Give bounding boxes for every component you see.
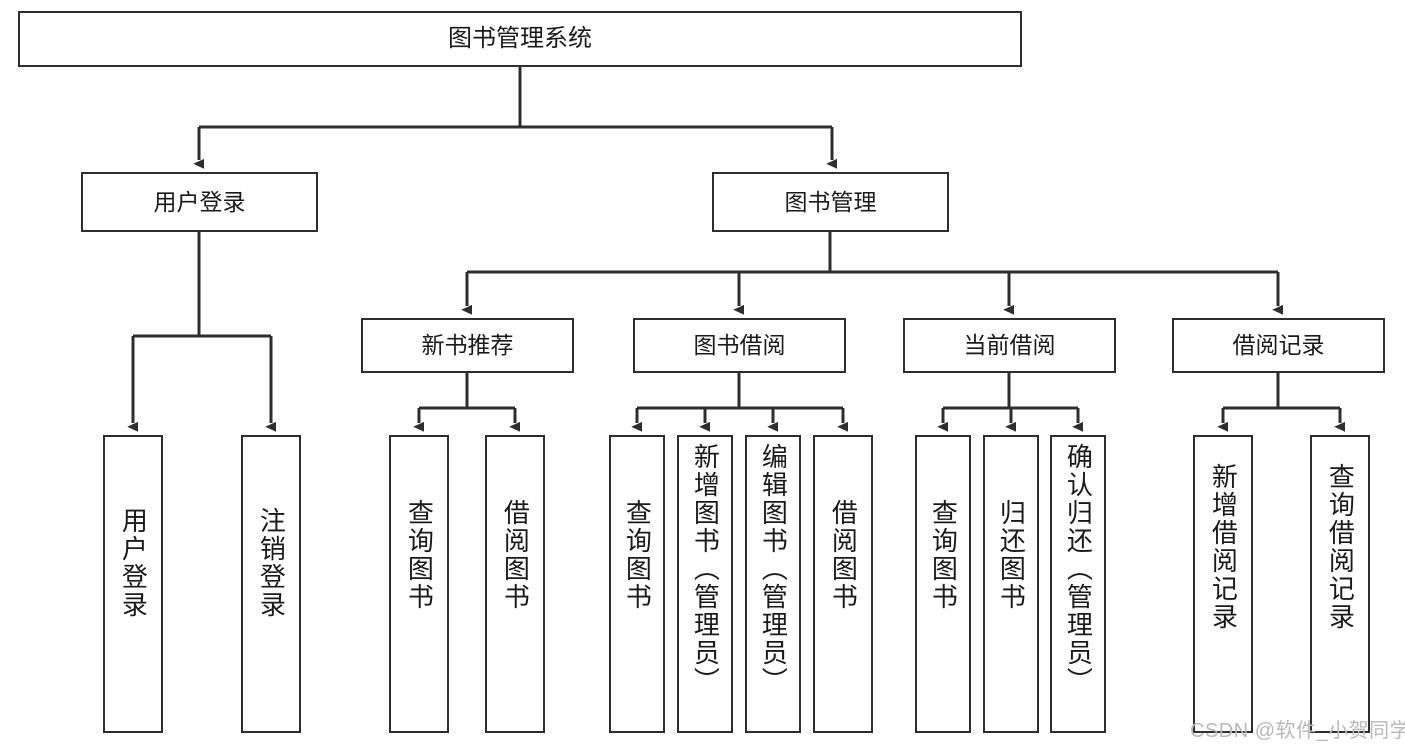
leaf-user-login-label: 用户登录 bbox=[118, 507, 149, 619]
leaf-query-book-recommend-label: 查询图书 bbox=[404, 499, 435, 611]
leaf-borrow-book-label: 借阅图书 bbox=[828, 499, 859, 611]
leaf-add-book-admin[interactable]: 新增图书（管理员） bbox=[677, 435, 733, 733]
node-user-login[interactable]: 用户登录 bbox=[81, 172, 318, 232]
leaf-confirm-return-admin[interactable]: 确认归还（管理员） bbox=[1050, 435, 1106, 733]
node-root[interactable]: 图书管理系统 bbox=[18, 11, 1022, 67]
leaf-borrow-book[interactable]: 借阅图书 bbox=[813, 435, 873, 733]
node-current-borrow-label: 当前借阅 bbox=[963, 332, 1056, 358]
leaf-query-book-current[interactable]: 查询图书 bbox=[915, 435, 971, 733]
leaf-logout-label: 注销登录 bbox=[256, 507, 287, 619]
node-borrow-records-label: 借阅记录 bbox=[1232, 332, 1325, 358]
leaf-user-login[interactable]: 用户登录 bbox=[103, 435, 163, 733]
leaf-query-book-label: 查询图书 bbox=[622, 499, 653, 611]
leaf-edit-book-admin-label: 编辑图书（管理员） bbox=[758, 443, 789, 695]
leaf-query-borrow-record[interactable]: 查询借阅记录 bbox=[1310, 435, 1370, 733]
leaf-borrow-book-recommend-label: 借阅图书 bbox=[500, 499, 531, 611]
node-borrow-records[interactable]: 借阅记录 bbox=[1172, 318, 1385, 373]
leaf-query-book-recommend[interactable]: 查询图书 bbox=[389, 435, 449, 733]
leaf-return-book[interactable]: 归还图书 bbox=[983, 435, 1039, 733]
node-book-management-label: 图书管理 bbox=[784, 188, 877, 215]
node-new-book-recommend-label: 新书推荐 bbox=[421, 332, 514, 358]
watermark: CSDN @软件_小贺同学 bbox=[1190, 720, 1405, 742]
leaf-logout[interactable]: 注销登录 bbox=[241, 435, 301, 733]
node-book-management[interactable]: 图书管理 bbox=[712, 172, 949, 232]
leaf-add-borrow-record-label: 新增借阅记录 bbox=[1208, 463, 1239, 631]
leaf-query-borrow-record-label: 查询借阅记录 bbox=[1325, 463, 1356, 631]
node-current-borrow[interactable]: 当前借阅 bbox=[903, 318, 1116, 373]
leaf-return-book-label: 归还图书 bbox=[996, 499, 1027, 611]
node-book-borrow[interactable]: 图书借阅 bbox=[633, 318, 846, 373]
leaf-borrow-book-recommend[interactable]: 借阅图书 bbox=[485, 435, 545, 733]
leaf-add-borrow-record[interactable]: 新增借阅记录 bbox=[1193, 435, 1253, 733]
leaf-add-book-admin-label: 新增图书（管理员） bbox=[690, 443, 721, 695]
leaf-query-book-current-label: 查询图书 bbox=[928, 499, 959, 611]
leaf-query-book[interactable]: 查询图书 bbox=[609, 435, 665, 733]
node-book-borrow-label: 图书借阅 bbox=[693, 332, 786, 358]
node-user-login-label: 用户登录 bbox=[153, 188, 246, 215]
node-new-book-recommend[interactable]: 新书推荐 bbox=[361, 318, 574, 373]
leaf-confirm-return-admin-label: 确认归还（管理员） bbox=[1063, 443, 1094, 695]
leaf-edit-book-admin[interactable]: 编辑图书（管理员） bbox=[745, 435, 801, 733]
node-root-label: 图书管理系统 bbox=[448, 25, 592, 52]
